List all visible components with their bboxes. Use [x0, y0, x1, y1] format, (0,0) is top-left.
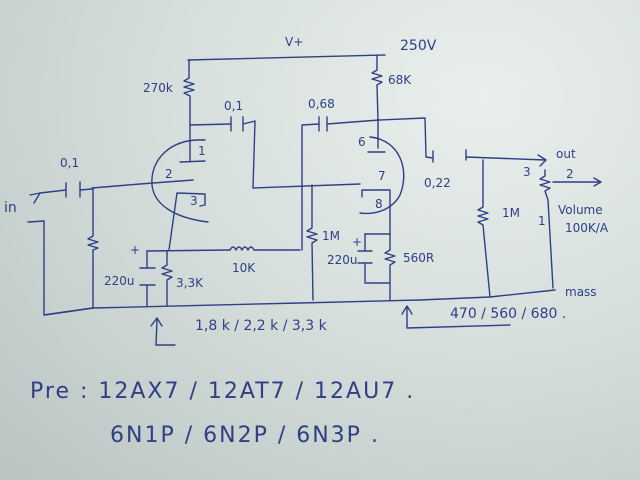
volume-potentiometer [539, 169, 602, 289]
label-0-68: 0,68 [308, 97, 335, 111]
triode-1-envelope [151, 139, 209, 223]
resistor-10k [229, 246, 258, 251]
ground-rail [43, 289, 556, 316]
triode-2-cathode [361, 189, 391, 236]
cathode-rail-stage1 [146, 249, 301, 252]
label-68k: 68K [388, 73, 412, 87]
label-cap-0-1-stage1: 0,1 [224, 99, 243, 113]
label-560r: 560R [403, 251, 434, 265]
polarity-plus-stage2: + [352, 235, 362, 249]
pot-name: Volume [558, 203, 603, 217]
grid-resistor-stage1 [87, 188, 99, 309]
input-label: in [4, 200, 17, 216]
pin-2: 2 [165, 167, 173, 181]
pin-8: 8 [375, 197, 383, 211]
pot-value: 100K/A [565, 221, 609, 235]
capacitor-0-68 [301, 116, 380, 251]
resistor-3-3k [161, 250, 173, 307]
label-270k: 270k [143, 81, 173, 95]
resistor-1m-load [477, 159, 491, 298]
label-220u-stage1: 220u [104, 274, 135, 288]
polarity-plus-stage1: + [130, 243, 140, 257]
supply-voltage: 250V [400, 38, 437, 54]
capacitor-0-1-stage1 [189, 116, 361, 189]
capacitor-220u-stage1 [139, 250, 156, 307]
label-input-cap: 0,1 [60, 156, 79, 170]
pin-1: 1 [198, 144, 206, 158]
label-1m-load: 1M [502, 206, 520, 220]
capacitor-0-22 [378, 117, 546, 163]
pin-3: 3 [190, 194, 198, 208]
ground-label: mass [565, 285, 597, 299]
label-10k: 10K [232, 261, 256, 275]
rail-label: V+ [285, 35, 303, 49]
arrow-stage1-alt [150, 317, 176, 346]
capacitor-220u-stage2 [357, 233, 391, 284]
label-1m-grid: 1M [322, 229, 340, 243]
resistor-68k [371, 54, 383, 149]
triode-1-grid [91, 179, 194, 189]
triode-2-envelope [359, 136, 405, 215]
input-arrow [29, 181, 93, 204]
stage2-cathode-alternatives: 470 / 560 / 680 . [450, 306, 566, 322]
triode-1-cathode [168, 192, 206, 251]
tube-list-line2: 6N1P / 6N2P / 6N3P . [110, 423, 380, 448]
resistor-1m-grid [306, 184, 318, 301]
pin-7: 7 [378, 169, 386, 183]
resistor-270k [183, 59, 195, 126]
supply-rail [187, 54, 386, 61]
label-220u-stage2: 220u [327, 253, 358, 267]
output-arrow [537, 154, 547, 167]
pot-pin-3: 3 [523, 165, 531, 179]
pot-pin-2: 2 [566, 167, 574, 181]
label-3-3k: 3,3K [176, 276, 204, 290]
triode-1-plate [179, 124, 206, 163]
pot-pin-1: 1 [538, 214, 546, 228]
arrow-stage2-alt [401, 305, 511, 329]
input-ground-wire [27, 220, 94, 316]
resistor-560r [384, 233, 396, 301]
pin-6: 6 [358, 135, 366, 149]
label-0-22: 0,22 [424, 176, 451, 190]
output-label: out [556, 147, 576, 161]
stage1-cathode-alternatives: 1,8 k / 2,2 k / 3,3 k [195, 318, 328, 334]
tube-list-line1: Pre : 12AX7 / 12AT7 / 12AU7 . [30, 379, 415, 404]
